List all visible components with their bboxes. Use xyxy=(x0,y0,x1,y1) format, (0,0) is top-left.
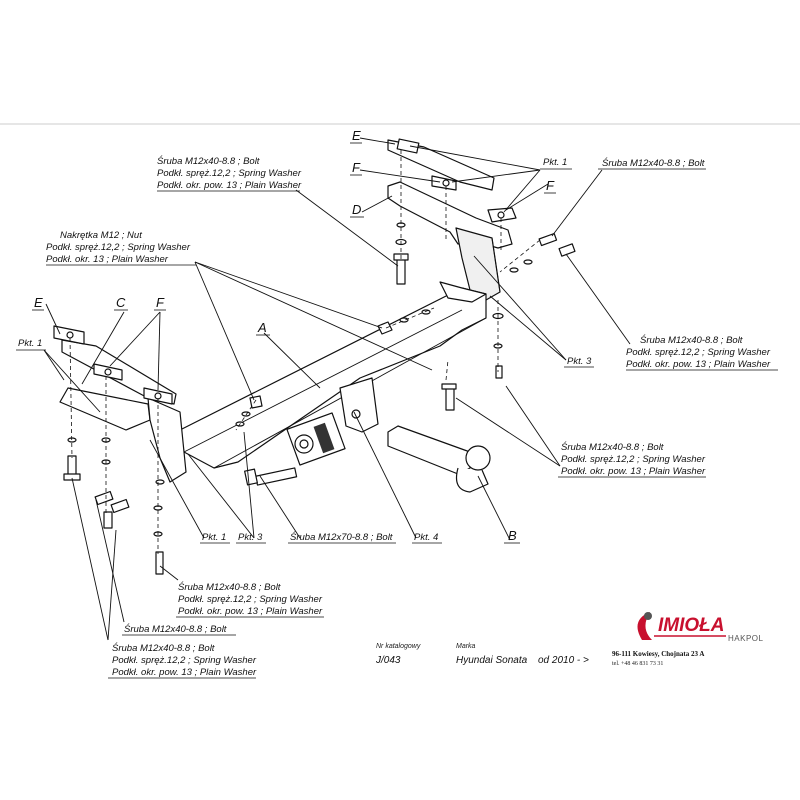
label-line: Śruba M12x40-8.8 ; Bolt xyxy=(640,334,743,346)
letter-f-left: F xyxy=(156,295,165,310)
tow-ball-b xyxy=(387,425,491,493)
label-line: Podkł. spręż.12,2 ; Spring Washer xyxy=(112,655,257,666)
plate-f-right xyxy=(487,207,517,223)
bracket-c xyxy=(59,339,187,483)
plate-e-top xyxy=(387,138,495,191)
pkt1-top: Pkt. 1 xyxy=(543,157,567,168)
label-bolt-mid-right: Śruba M12x40-8.8 ; Bolt Podkł. spręż.12,… xyxy=(558,441,706,478)
catalog-block: Nr katalogowy J/043 Marka Hyundai Sonata… xyxy=(375,643,589,666)
label-line: Podkł. okr. pow. 13 ; Plain Washer xyxy=(626,359,771,370)
letter-d: D xyxy=(352,202,361,217)
label-line: Śruba M12x40-8.8 ; Bolt xyxy=(561,441,664,453)
letter-a: A xyxy=(257,320,267,335)
letter-f-right: F xyxy=(546,178,555,193)
label-nut: Nakrętka M12 ; Nut Podkł. spręż.12,2 ; S… xyxy=(46,230,196,266)
plate-f-left-1 xyxy=(93,363,123,381)
brand-sub: HAKPOL xyxy=(728,634,764,643)
main-beam-a xyxy=(179,281,487,469)
catalog-nr-value: J/043 xyxy=(375,655,401,666)
catalog-nr-label: Nr katalogowy xyxy=(376,643,421,650)
label-bolt-bottom-mid: Śruba M12x40-8.8 ; Bolt Podkł. spręż.12,… xyxy=(176,581,324,618)
label-line: Śruba M12x40-8.8 ; Bolt xyxy=(112,642,215,654)
catalog-marka-value: Hyundai Sonata xyxy=(456,655,528,666)
bracket-d xyxy=(387,181,513,301)
label-line: Nakrętka M12 ; Nut xyxy=(60,230,142,241)
letter-b: B xyxy=(508,528,517,543)
label-line: Śruba M12x40-8.8 ; Bolt xyxy=(124,623,227,635)
logo-ball-icon xyxy=(644,612,652,620)
plate-f-left-2 xyxy=(143,387,173,405)
company-address: 96-111 Kowiesy, Chojnata 23 A xyxy=(612,650,704,658)
catalog-marka-label: Marka xyxy=(456,643,476,650)
part-letters: E F F D A B E C F xyxy=(32,128,556,544)
letter-e-left: E xyxy=(34,295,43,310)
hook-holder xyxy=(339,377,379,433)
label-bolt-top: Śruba M12x40-8.8 ; Bolt Podkł. spręż.12,… xyxy=(157,155,302,192)
socket-plate xyxy=(286,412,346,466)
label-bolt-m12x70: Śruba M12x70-8.8 ; Bolt xyxy=(288,531,396,544)
label-line: Podkł. okr. 13 ; Plain Washer xyxy=(46,254,169,265)
brand-name: IMIOŁA xyxy=(658,615,725,636)
label-line: Śruba M12x70-8.8 ; Bolt xyxy=(290,531,393,543)
company-phone: tel. +48 46 831 73 31 xyxy=(612,661,663,667)
label-bolt-top-right: Śruba M12x40-8.8 ; Bolt xyxy=(598,157,706,170)
assembly-axes xyxy=(69,150,541,554)
pkt3-bottom: Pkt. 3 xyxy=(238,532,263,543)
company-logo: IMIOŁA HAKPOL 96-111 Kowiesy, Chojnata 2… xyxy=(612,612,764,667)
logo-hook-icon xyxy=(637,612,652,640)
letter-e-top: E xyxy=(352,128,361,143)
label-bolt-bottom-left: Śruba M12x40-8.8 ; Bolt Podkł. spręż.12,… xyxy=(108,642,257,679)
part-drawings xyxy=(53,138,576,575)
label-line: Podkł. spręż.12,2 ; Spring Washer xyxy=(178,594,323,605)
label-line: Śruba M12x40-8.8 ; Bolt xyxy=(602,157,705,169)
label-line: Podkł. spręż.12,2 ; Spring Washer xyxy=(46,242,191,253)
plate-e-left xyxy=(53,325,85,345)
label-bolt-bottom-single: Śruba M12x40-8.8 ; Bolt xyxy=(122,623,236,636)
letter-c: C xyxy=(116,295,126,310)
label-line: Podkł. spręż.12,2 ; Spring Washer xyxy=(626,347,771,358)
label-line: Śruba M12x40-8.8 ; Bolt xyxy=(157,155,260,167)
catalog-since: od 2010 - > xyxy=(538,655,589,666)
label-line: Podkł. spręż.12,2 ; Spring Washer xyxy=(157,168,302,179)
pkt4: Pkt. 4 xyxy=(414,532,438,543)
label-line: Podkł. spręż.12,2 ; Spring Washer xyxy=(561,454,706,465)
label-bolt-right: Śruba M12x40-8.8 ; Bolt Podkł. spręż.12,… xyxy=(626,334,778,371)
pkt3-right: Pkt. 3 xyxy=(567,356,592,367)
label-line: Podkł. okr. pow. 13 ; Plain Washer xyxy=(112,667,257,678)
pkt1-bottom: Pkt. 1 xyxy=(202,532,226,543)
leader-lines xyxy=(43,137,631,641)
letter-f-top: F xyxy=(352,160,361,175)
label-line: Podkł. okr. pow. 13 ; Plain Washer xyxy=(157,180,302,191)
pkt1-left: Pkt. 1 xyxy=(18,338,42,349)
label-line: Podkł. okr. pow. 13 ; Plain Washer xyxy=(561,466,706,477)
pkt-labels: Pkt. 1 Pkt. 1 Pkt. 1 Pkt. 3 Pkt. 3 Pkt. … xyxy=(16,157,594,544)
label-line: Śruba M12x40-8.8 ; Bolt xyxy=(178,581,281,593)
label-line: Podkł. okr. pow. 13 ; Plain Washer xyxy=(178,606,323,617)
